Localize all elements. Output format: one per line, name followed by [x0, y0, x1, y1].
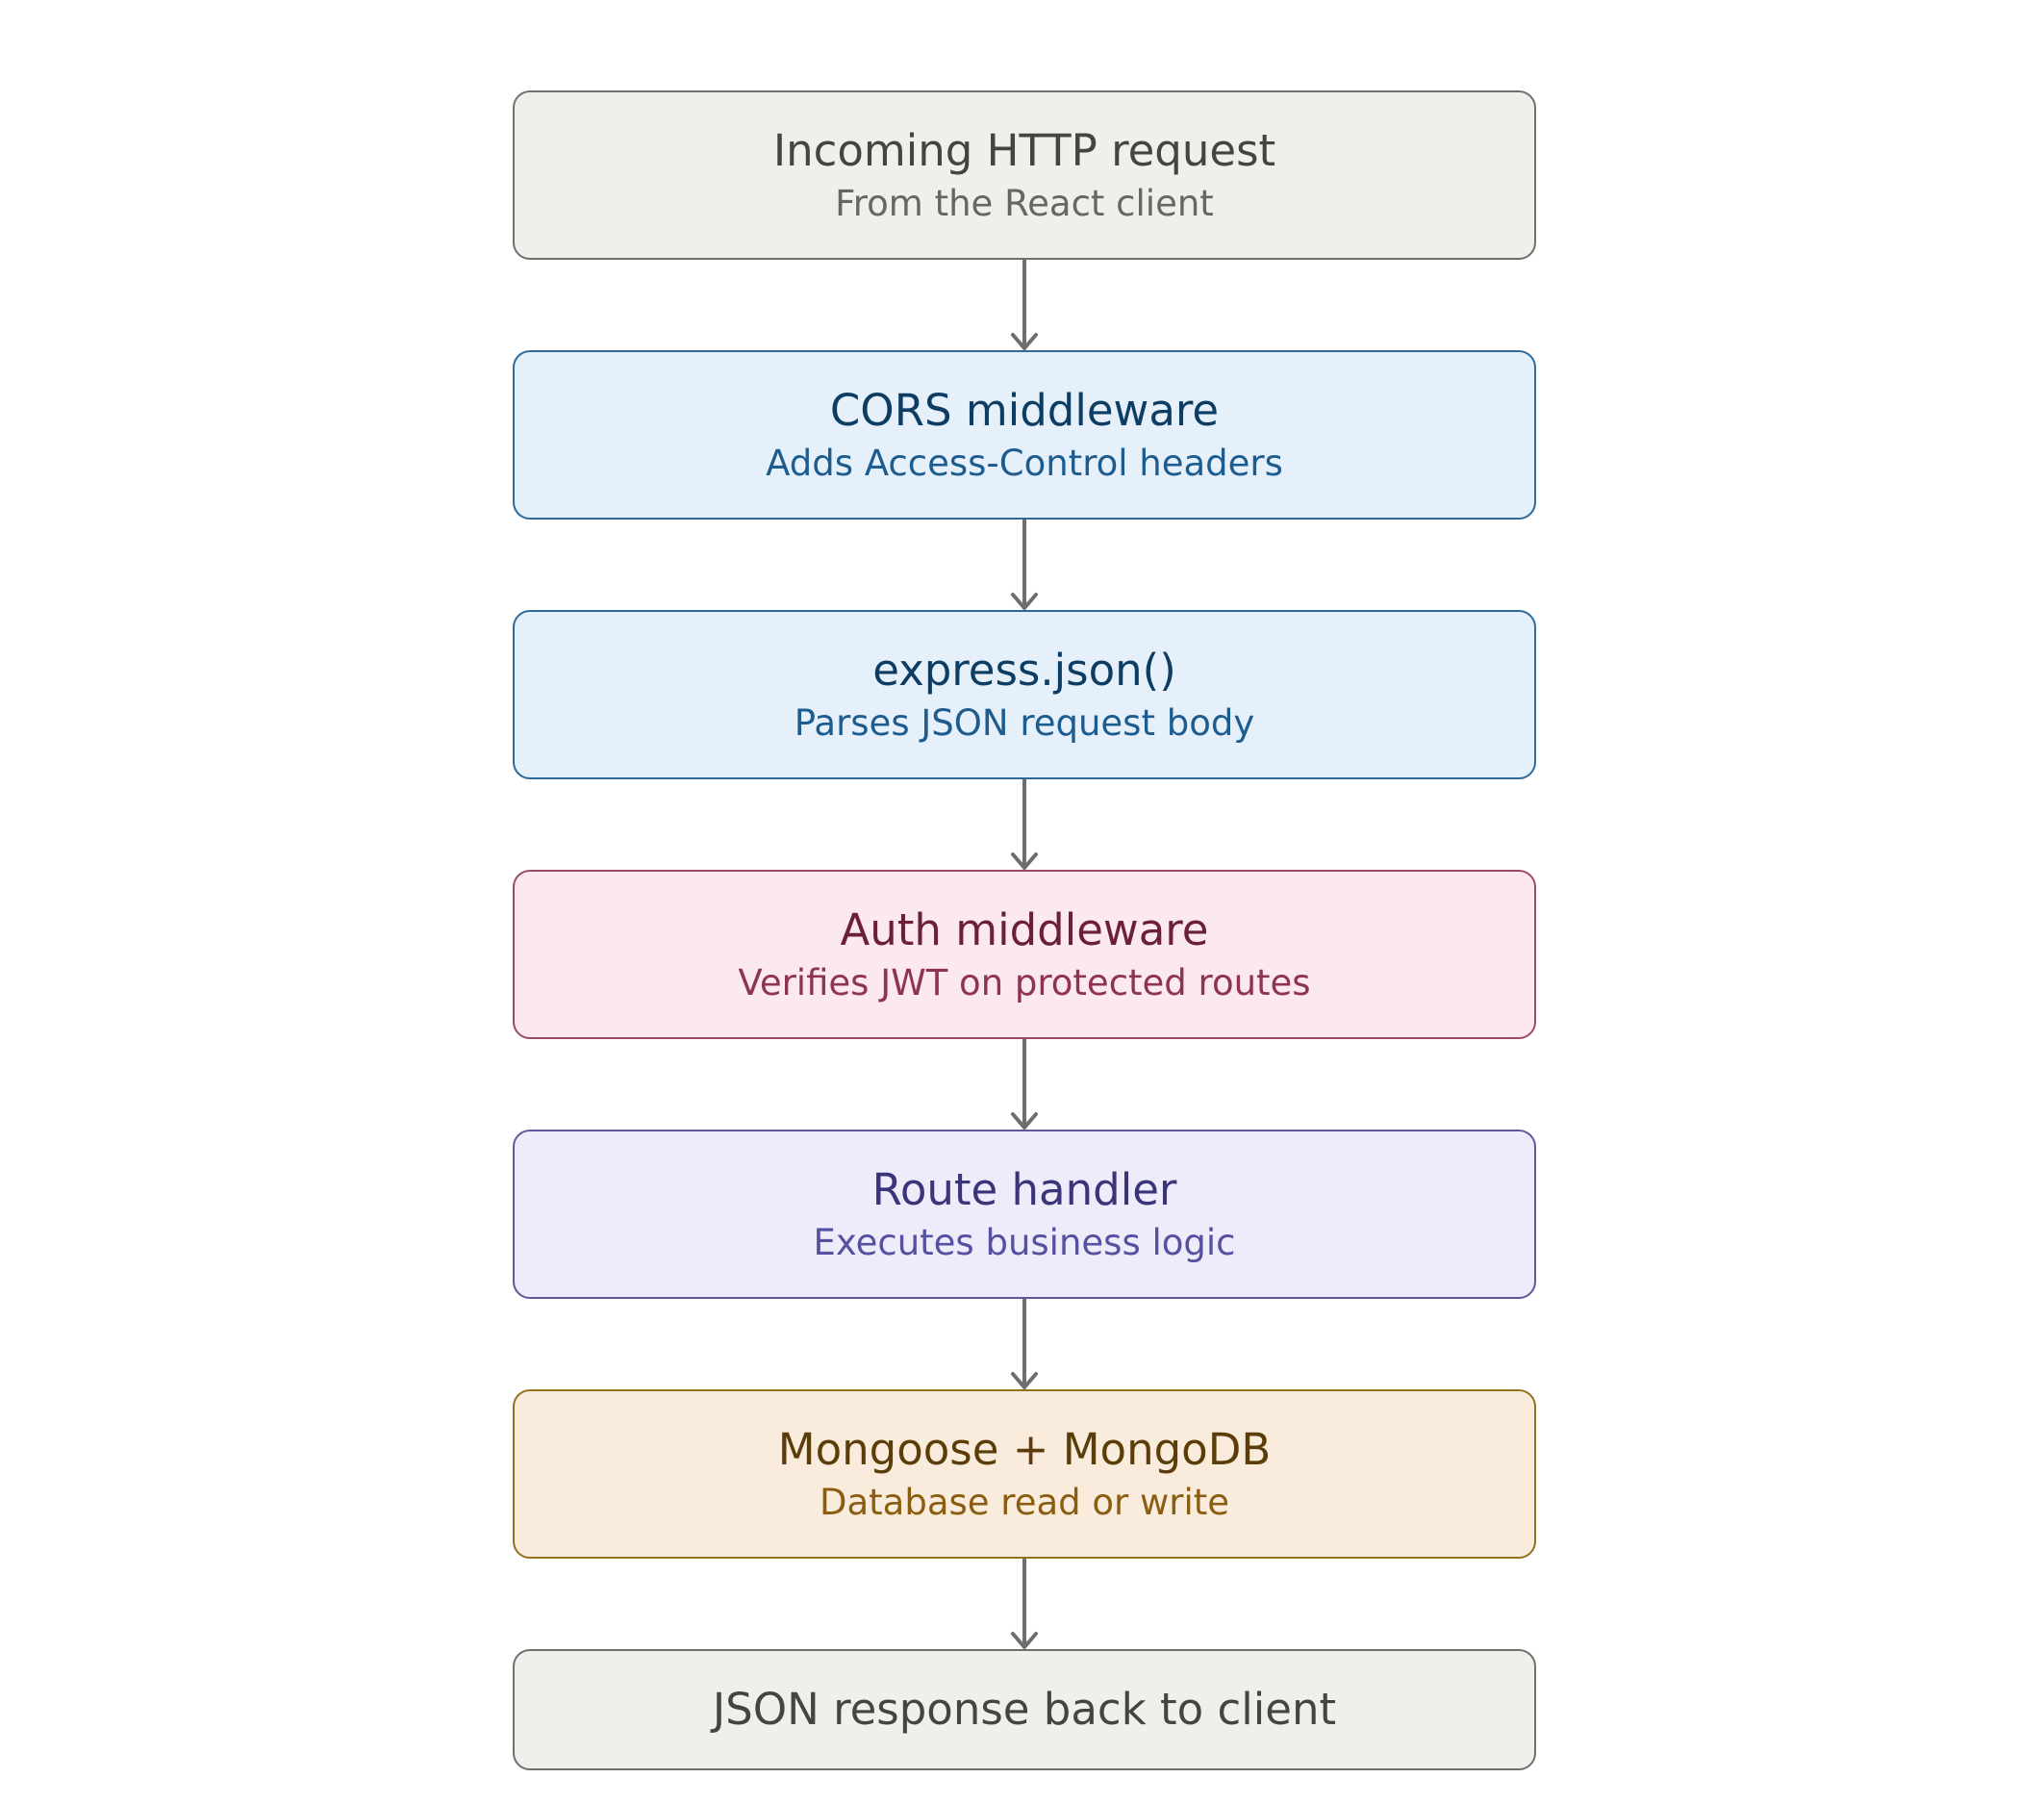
arrowhead-icon: [1011, 1372, 1038, 1389]
connector-arrow: [1011, 1039, 1038, 1130]
arrowhead-icon: [1011, 593, 1038, 610]
node-title: JSON response back to client: [712, 1684, 1337, 1735]
node-subtitle: Adds Access-Control headers: [766, 442, 1283, 484]
node-title: Incoming HTTP request: [772, 124, 1276, 176]
connector-arrow: [1011, 1299, 1038, 1389]
node-route-handler: Route handler Executes business logic: [513, 1130, 1536, 1299]
arrowhead-icon: [1011, 852, 1038, 870]
connector-arrow: [1011, 1559, 1038, 1649]
node-subtitle: From the React client: [835, 182, 1214, 224]
node-subtitle: Parses JSON request body: [794, 701, 1255, 744]
connector-arrow: [1011, 260, 1038, 350]
node-mongoose-mongodb: Mongoose + MongoDB Database read or writ…: [513, 1389, 1536, 1559]
arrowhead-icon: [1011, 1112, 1038, 1130]
arrowhead-icon: [1011, 1632, 1038, 1649]
node-json-response: JSON response back to client: [513, 1649, 1536, 1770]
node-express-json: express.json() Parses JSON request body: [513, 610, 1536, 779]
node-subtitle: Executes business logic: [813, 1221, 1236, 1263]
node-title: CORS middleware: [829, 384, 1220, 436]
node-subtitle: Verifies JWT on protected routes: [738, 961, 1311, 1004]
node-auth-middleware: Auth middleware Verifies JWT on protecte…: [513, 870, 1536, 1039]
node-title: Mongoose + MongoDB: [777, 1423, 1272, 1475]
node-title: Auth middleware: [840, 903, 1209, 955]
node-title: Route handler: [871, 1163, 1177, 1215]
node-subtitle: Database read or write: [819, 1481, 1230, 1523]
node-title: express.json(): [872, 644, 1176, 696]
connector-arrow: [1011, 520, 1038, 610]
node-cors-middleware: CORS middleware Adds Access-Control head…: [513, 350, 1536, 520]
arrowhead-icon: [1011, 333, 1038, 350]
node-incoming-request: Incoming HTTP request From the React cli…: [513, 90, 1536, 260]
connector-arrow: [1011, 779, 1038, 870]
